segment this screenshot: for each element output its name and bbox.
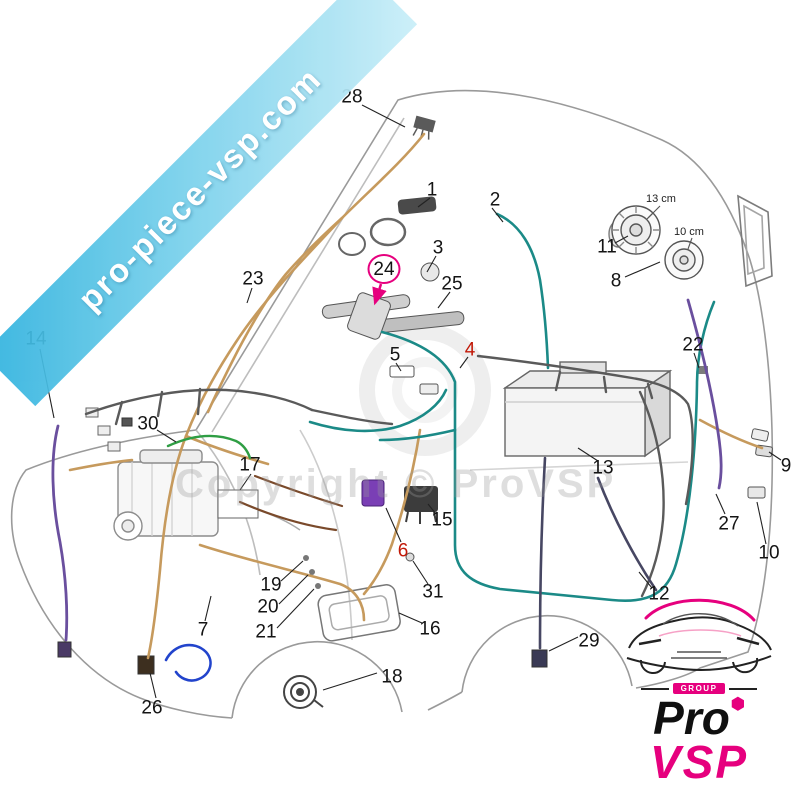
harness-green	[166, 434, 252, 460]
relay-purple	[361, 479, 385, 507]
mounting-plate	[317, 584, 401, 642]
logo-group-line-right	[729, 687, 758, 690]
leader-lines	[39, 104, 782, 699]
harness-gray	[84, 354, 694, 598]
callout-30: 30	[137, 413, 159, 435]
callout-16: 16	[419, 618, 441, 640]
callout-5: 5	[389, 344, 401, 366]
callout-21: 21	[255, 621, 277, 643]
callout-12: 12	[648, 583, 670, 605]
speaker-size-label-large: 13 cm	[646, 193, 676, 205]
harness-navy	[538, 456, 658, 650]
bolt	[405, 552, 415, 562]
wires-brown	[238, 474, 344, 532]
callout-17: 17	[239, 454, 261, 476]
callout-8: 8	[610, 270, 622, 292]
battery	[502, 361, 673, 458]
wire-end-connectors	[57, 407, 548, 675]
ecu-box	[217, 489, 259, 519]
callout-29: 29	[578, 630, 600, 652]
callout-27: 27	[718, 513, 740, 535]
harness-purple	[51, 298, 723, 642]
screws	[303, 555, 321, 589]
logo-group-row: GROUP	[616, 683, 782, 694]
callout-24-highlighted: 24	[367, 254, 401, 284]
callout-1: 1	[426, 179, 438, 201]
callout-7: 7	[197, 619, 209, 641]
logo-pro-word: Pro	[653, 692, 730, 744]
harness-tan	[68, 132, 764, 660]
connector-9a	[751, 428, 769, 442]
engine-block	[113, 449, 301, 541]
callout-9: 9	[780, 455, 792, 477]
connector-5b	[419, 383, 439, 395]
speaker-small	[664, 240, 704, 280]
callout-19: 19	[260, 574, 282, 596]
harness-teal	[308, 212, 716, 603]
callout-18: 18	[381, 666, 403, 688]
connector-10	[747, 486, 766, 499]
callout-13: 13	[592, 457, 614, 479]
callout-23: 23	[242, 268, 264, 290]
callout-10: 10	[758, 542, 780, 564]
provsp-logo: GROUP Pro⬢ VSP	[616, 586, 782, 788]
logo-car-sketch	[626, 598, 772, 674]
callout-2: 2	[489, 189, 501, 211]
logo-group-line-left	[640, 687, 669, 690]
speaker-large	[608, 205, 661, 255]
callout-22: 22	[682, 334, 704, 356]
speaker-size-label-small: 10 cm	[674, 226, 704, 238]
logo-vsp-text: VSP	[649, 735, 749, 788]
logo-group-badge: GROUP	[672, 683, 726, 694]
highlight-arrow	[372, 283, 387, 306]
horn	[283, 675, 324, 709]
callout-31: 31	[422, 581, 444, 603]
clamp-22	[698, 366, 708, 374]
faint-emblem-watermark	[359, 324, 491, 456]
callout-6: 6	[397, 540, 409, 562]
callout-25: 25	[441, 273, 463, 295]
callout-4: 4	[464, 339, 476, 361]
callout-15: 15	[431, 509, 453, 531]
callout-26: 26	[141, 697, 163, 719]
callout-20: 20	[257, 596, 279, 618]
connector-5a	[389, 365, 415, 378]
callout-11: 11	[597, 236, 617, 258]
callout-3: 3	[432, 237, 444, 259]
logo-hexagon-icon: ⬢	[730, 696, 745, 713]
logo-pro-text: Pro⬢	[616, 695, 782, 741]
wire-blue	[164, 643, 212, 682]
